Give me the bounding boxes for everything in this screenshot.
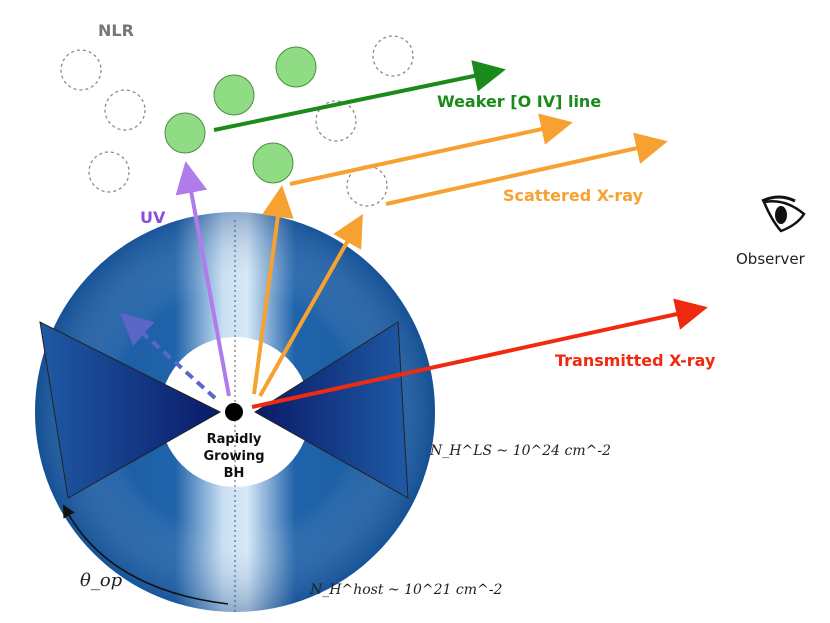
weaker-line-arrow bbox=[213, 60, 506, 132]
nlr-cloud bbox=[275, 46, 317, 88]
scattered-label: Scattered X-ray bbox=[503, 186, 644, 205]
eye-icon bbox=[761, 195, 806, 233]
bh-label-line3: BH bbox=[224, 466, 245, 481]
nlr-empty-cloud bbox=[372, 35, 414, 77]
nlr-empty-cloud bbox=[315, 100, 357, 142]
nlr-label: NLR bbox=[98, 21, 134, 40]
bh-label-line2: Growing bbox=[203, 449, 264, 464]
nlr-cloud bbox=[252, 142, 294, 184]
nh-host-label: N_H^host ~ 10^21 cm^-2 bbox=[309, 582, 502, 598]
weaker-line-label: Weaker [O IV] line bbox=[437, 92, 601, 111]
ls-torus-left bbox=[39, 321, 222, 499]
nlr-empty-cloud bbox=[60, 49, 102, 91]
nlr-empty-cloud bbox=[104, 89, 146, 131]
uv-arrow bbox=[175, 161, 231, 397]
scattered-arrow-1 bbox=[289, 113, 573, 186]
black-hole bbox=[225, 403, 243, 421]
opening-angle-arc bbox=[62, 504, 229, 605]
scattered-arrow-2 bbox=[385, 132, 668, 206]
nlr-clouds bbox=[164, 46, 317, 184]
scattered-up-arrow-1 bbox=[252, 185, 294, 395]
transmitted-label: Transmitted X-ray bbox=[555, 351, 716, 370]
nlr-cloud bbox=[213, 74, 255, 116]
nlr-cloud bbox=[164, 112, 206, 154]
nlr-empty-cloud bbox=[346, 165, 388, 207]
ls-torus-right bbox=[254, 321, 409, 499]
scattered-up-arrow-2 bbox=[258, 214, 363, 397]
nh-ls-label: N_H^LS ~ 10^24 cm^-2 bbox=[429, 443, 611, 459]
bh-label-line1: Rapidly bbox=[207, 432, 262, 447]
observer-label: Observer bbox=[736, 250, 806, 268]
uv-blocked-arrow bbox=[120, 312, 217, 400]
nlr-empty-cloud bbox=[88, 151, 130, 193]
uv-label: UV bbox=[140, 208, 166, 227]
nlr-empty-clouds bbox=[60, 35, 414, 207]
transmitted-arrow bbox=[251, 298, 708, 409]
theta-label: θ_op bbox=[80, 570, 123, 591]
